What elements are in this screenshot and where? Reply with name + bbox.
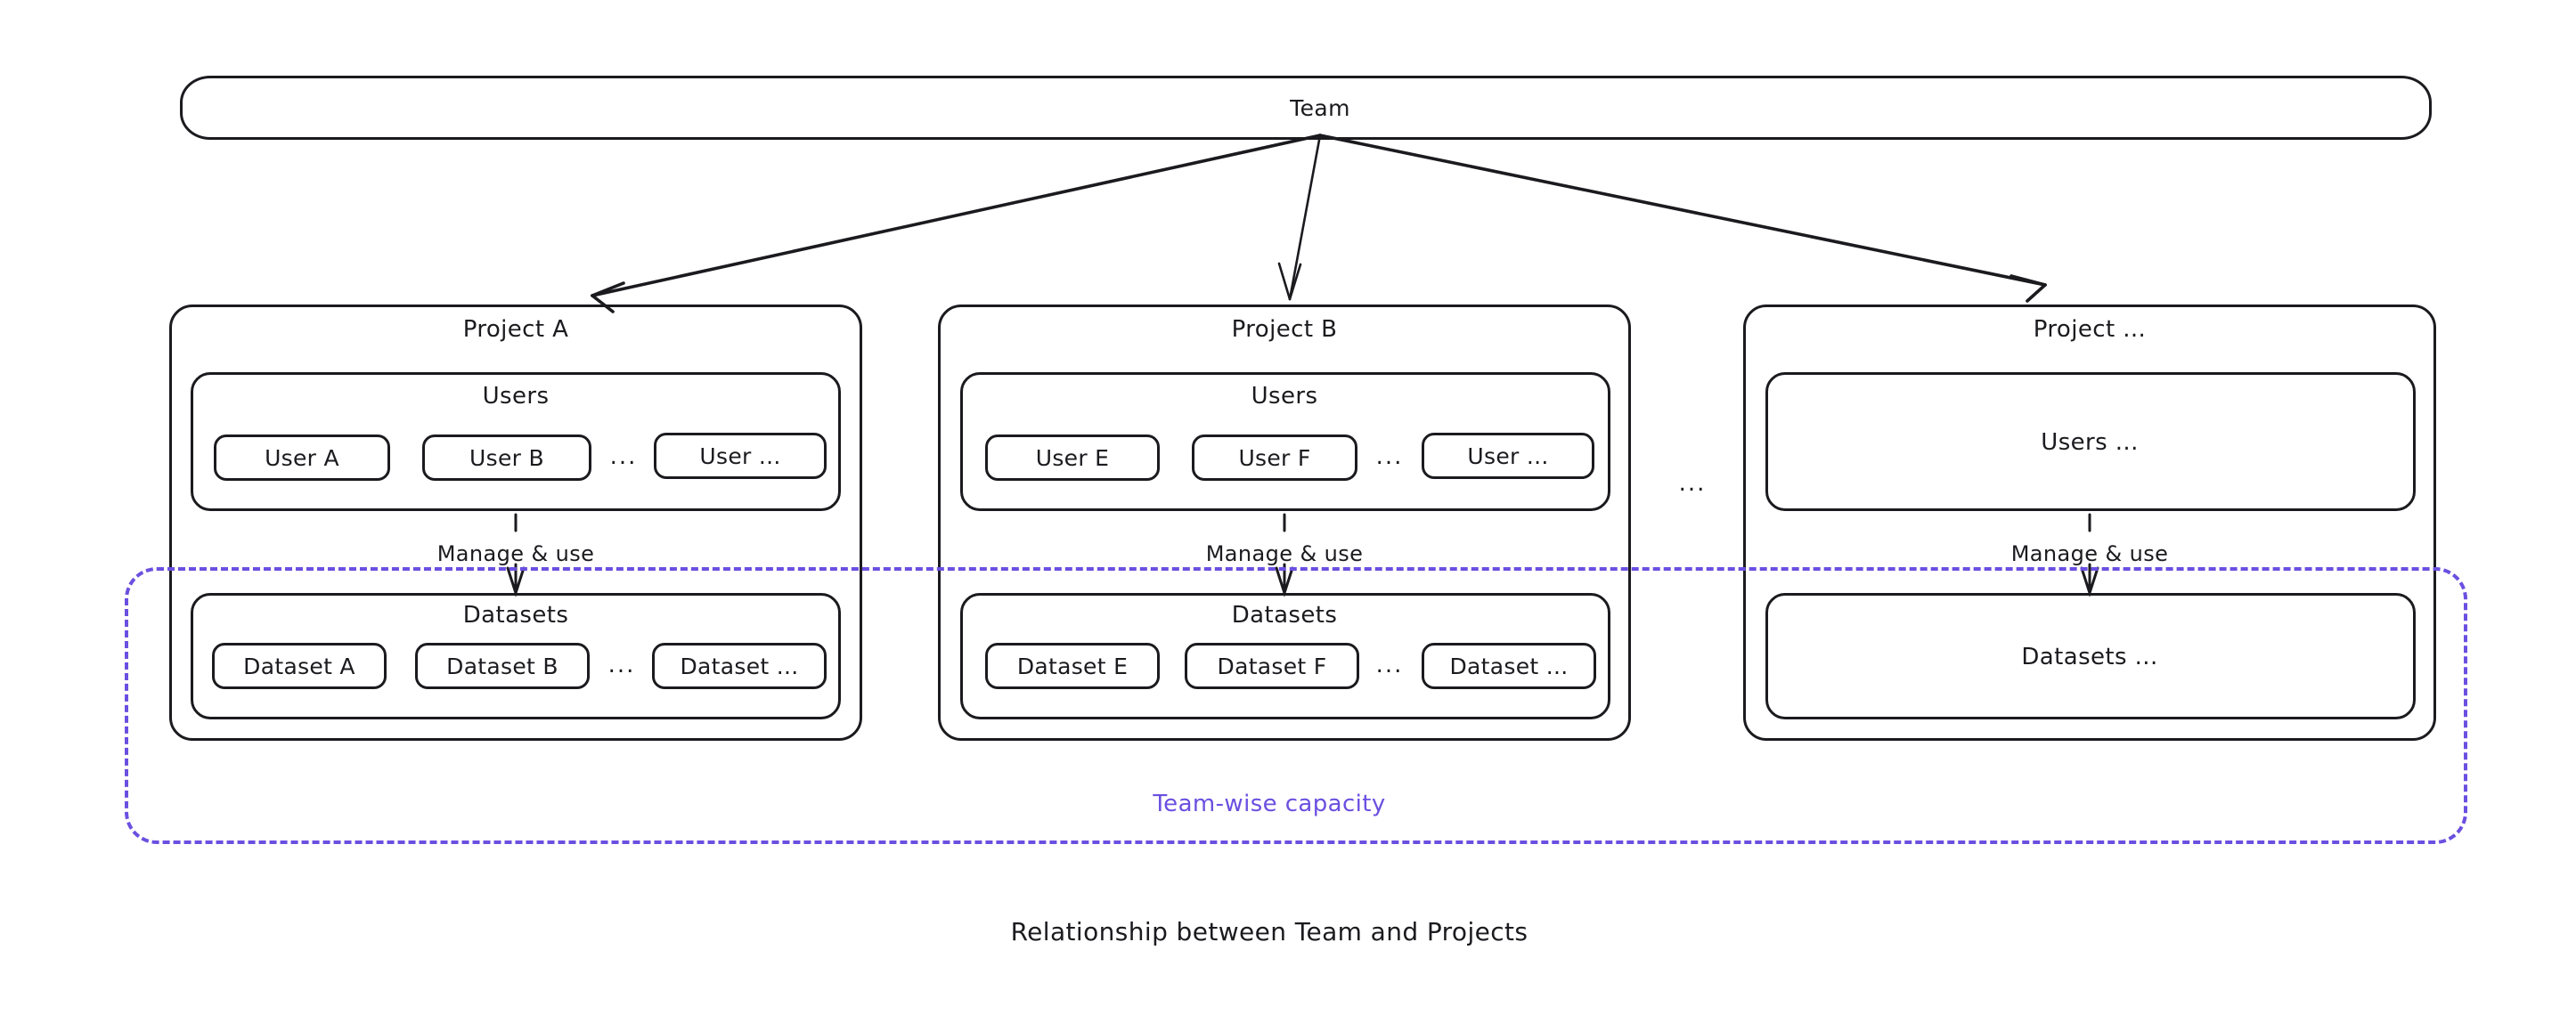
project-box-2[interactable]	[1743, 304, 2436, 741]
user-chip-0-0[interactable]: User A	[214, 434, 390, 481]
user-chip-1-2[interactable]: User ...	[1422, 433, 1594, 479]
datasets-ellipsis-1: ...	[1375, 652, 1404, 678]
datasets-ellipsis-0: ...	[607, 652, 636, 678]
user-chip-1-1[interactable]: User F	[1192, 434, 1357, 481]
project-title-0: Project A	[462, 316, 569, 343]
users-group-title-1: Users	[1251, 383, 1318, 410]
dataset-chip-label-1-2: Dataset ...	[1449, 653, 1569, 679]
users-group-1[interactable]	[960, 372, 1610, 511]
dataset-chip-0-2[interactable]: Dataset ...	[652, 643, 827, 689]
dataset-chip-label-1-0: Dataset E	[1016, 653, 1129, 679]
datasets-group-title-0: Datasets	[462, 602, 569, 629]
dataset-chip-label-1-1: Dataset F	[1217, 653, 1327, 679]
user-chip-0-1[interactable]: User B	[422, 434, 591, 481]
relation-label-0: Manage & use	[436, 541, 595, 566]
users-group-0[interactable]	[191, 372, 841, 511]
user-chip-label-1-1: User F	[1238, 444, 1311, 471]
datasets-group-title-1: Datasets	[1231, 602, 1338, 629]
datasets-group-title-2: Datasets ...	[2021, 644, 2158, 670]
user-chip-label-0-1: User B	[469, 444, 544, 471]
users-group-title-0: Users	[482, 383, 550, 410]
dataset-chip-0-0[interactable]: Dataset A	[212, 643, 387, 689]
users-ellipsis-1: ...	[1375, 443, 1404, 470]
datasets-group-2[interactable]	[1765, 593, 2416, 719]
relation-label-2: Manage & use	[2010, 541, 2169, 566]
projects-ellipsis: ...	[1678, 470, 1707, 497]
user-chip-label-0-0: User A	[265, 444, 339, 471]
relation-label-1: Manage & use	[1205, 541, 1364, 566]
datasets-group-1[interactable]	[960, 593, 1610, 719]
dataset-chip-1-1[interactable]: Dataset F	[1185, 643, 1359, 689]
dataset-chip-label-0-0: Dataset A	[243, 653, 355, 679]
team-title: Team	[1290, 95, 1350, 121]
user-chip-label-1-2: User ...	[1467, 443, 1549, 469]
user-chip-label-1-0: User E	[1035, 444, 1110, 471]
dataset-chip-1-0[interactable]: Dataset E	[985, 643, 1160, 689]
project-title-1: Project B	[1231, 316, 1338, 343]
users-group-title-2: Users ...	[2041, 429, 2139, 456]
dataset-chip-1-2[interactable]: Dataset ...	[1422, 643, 1596, 689]
users-ellipsis-0: ...	[609, 443, 638, 470]
user-chip-label-0-2: User ...	[699, 443, 781, 469]
user-chip-0-2[interactable]: User ...	[654, 433, 827, 479]
datasets-group-0[interactable]	[191, 593, 841, 719]
diagram-caption: Relationship between Team and Projects	[1010, 917, 1528, 946]
users-group-2[interactable]	[1765, 372, 2416, 511]
dataset-chip-label-0-1: Dataset B	[446, 653, 558, 679]
dataset-chip-0-1[interactable]: Dataset B	[415, 643, 590, 689]
project-box-1[interactable]	[938, 304, 1631, 741]
team-wise-capacity-label: Team-wise capacity	[1153, 791, 1386, 817]
user-chip-1-0[interactable]: User E	[985, 434, 1160, 481]
dataset-chip-label-0-2: Dataset ...	[680, 653, 799, 679]
project-box-0[interactable]	[169, 304, 862, 741]
project-title-2: Project ...	[2033, 316, 2147, 343]
